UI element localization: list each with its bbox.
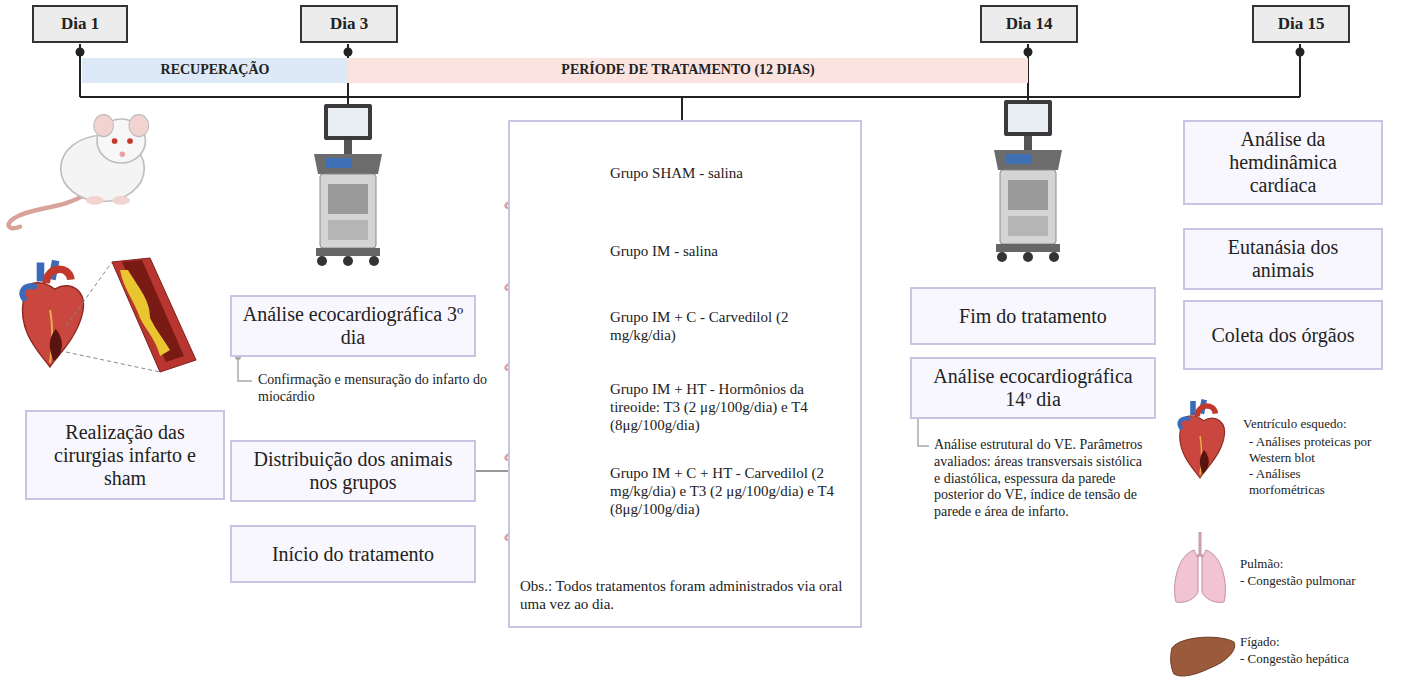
organ-analysis: - Análises morfométricas [1249, 466, 1369, 497]
phase-band: PERÍODE DE TRATAMENTO (12 DIAS) [348, 58, 1028, 83]
step-box: Análise ecocardiográfica 3º dia [230, 295, 476, 357]
box-text: Coleta dos órgãos [1212, 324, 1355, 347]
box-text: Análise da hemdinâmica cardíaca [1195, 128, 1371, 197]
group-label: Grupo IM + C - Carvedilol (2 mg/kg/dia) [610, 308, 850, 344]
box-text: Dia 3 [330, 14, 368, 34]
ultrasound-machine [314, 104, 382, 266]
ultrasound-machine [994, 100, 1062, 262]
step-box: Eutanásia dos animais [1183, 228, 1383, 290]
organ-title: Ventrículo esquedo: [1243, 416, 1403, 432]
note-text: Obs.: Todos tratamentos foram administra… [520, 577, 850, 613]
note-text: Confirmação e mensuração do infarto do m… [258, 372, 488, 406]
organ-title: Pulmão: [1240, 556, 1390, 572]
heart-icon [1180, 400, 1225, 478]
box-text: Fim do tratamento [959, 305, 1107, 328]
note-text: Análise estrutural do VE. Parâmetros ava… [934, 437, 1149, 521]
step-box: Análise ecocardiográfica 14º dia [910, 357, 1156, 419]
box-text: Eutanásia dos animais [1195, 236, 1371, 282]
step-box: Realização das cirurgias infarto e sham [25, 410, 225, 500]
day-box: Dia 3 [300, 5, 398, 43]
box-text: Início do tratamento [272, 543, 434, 566]
connector [476, 470, 508, 472]
rat-icon [9, 115, 149, 229]
phase-band: RECUPERAÇÃO [82, 58, 348, 83]
day-box: Dia 14 [980, 5, 1078, 43]
timeline [76, 44, 1305, 120]
group-label: Grupo IM + C + HT - Carvedilol (2 mg/kg/… [610, 464, 855, 518]
group-panel: Grupo SHAM - salinaGrupo IM - salinaGrup… [508, 120, 862, 628]
box-text: Realização das cirurgias infarto e sham [37, 421, 213, 490]
box-text: PERÍODE DE TRATAMENTO (12 DIAS) [561, 62, 814, 78]
box-text: Dia 1 [61, 14, 99, 34]
step-box: Coleta dos órgãos [1183, 300, 1383, 370]
artery-illustration [66, 258, 196, 372]
box-text: Dia 14 [1006, 14, 1053, 34]
group-label: Grupo SHAM - salina [610, 164, 850, 182]
lung-icon [1175, 532, 1226, 602]
box-text: Análise ecocardiográfica 14º dia [922, 365, 1144, 411]
organ-title: Fígado: [1240, 634, 1390, 650]
step-box: Fim do tratamento [910, 287, 1156, 345]
organ-analysis: - Congestão hepática [1240, 651, 1400, 667]
organ-analysis: - Congestão pulmonar [1240, 573, 1400, 589]
box-text: Análise ecocardiográfica 3º dia [242, 303, 464, 349]
group-label: Grupo IM + HT - Hormônios da tireoide: T… [610, 380, 855, 434]
liver-icon [1171, 637, 1235, 676]
day-box: Dia 15 [1252, 5, 1350, 43]
step-box: Início do tratamento [230, 525, 476, 583]
group-label: Grupo IM - salina [610, 242, 850, 260]
organ-analysis: - Análises proteicas por Western blot [1249, 434, 1389, 465]
day-box: Dia 1 [32, 5, 128, 43]
box-text: Dia 15 [1278, 14, 1325, 34]
step-box: Análise da hemdinâmica cardíaca [1183, 120, 1383, 205]
step-box: Distribuição dos animais nos grupos [230, 440, 476, 502]
box-text: Distribuição dos animais nos grupos [242, 448, 464, 494]
box-text: RECUPERAÇÃO [161, 62, 270, 78]
